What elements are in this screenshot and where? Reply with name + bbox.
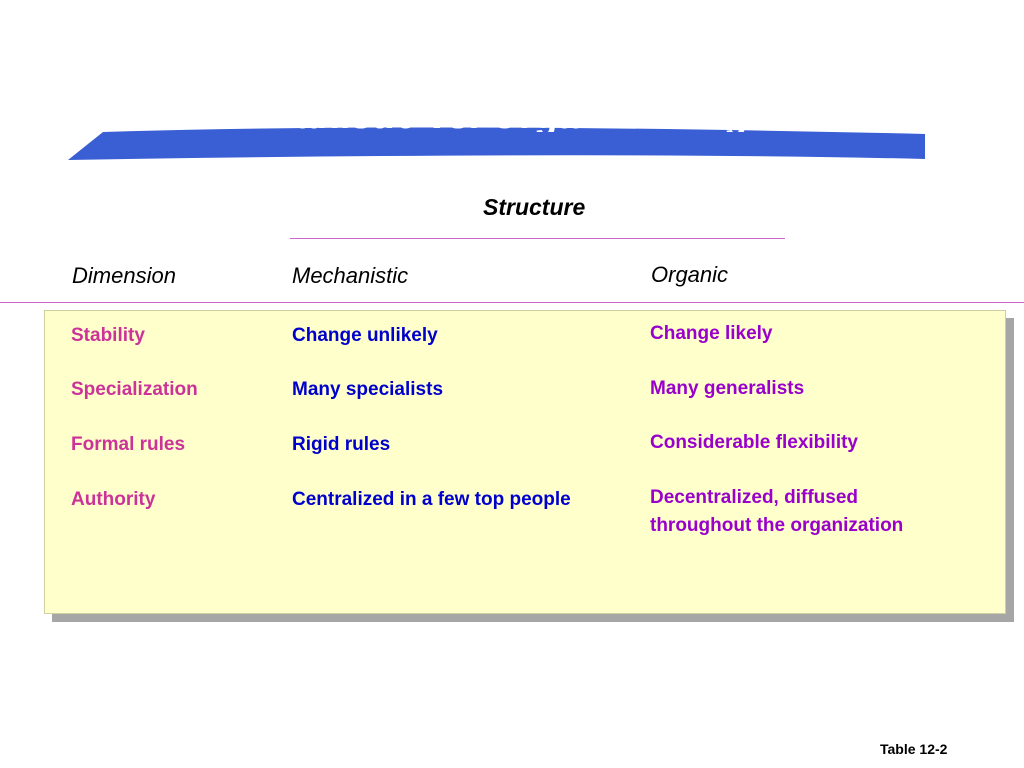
row-formal-rules-organic: Considerable flexibility xyxy=(650,432,858,453)
row-stability-organic: Change likely xyxy=(650,323,773,344)
table-reference: Table 12-2 xyxy=(880,741,948,757)
column-header-organic: Organic xyxy=(651,262,729,287)
title-banner: Mechanistic vs. Organic Designs xyxy=(0,0,1024,170)
row-authority-organic-line2: throughout the organization xyxy=(650,515,904,536)
column-header-mechanistic: Mechanistic xyxy=(292,263,409,288)
row-specialization-organic: Many generalists xyxy=(650,378,805,399)
row-formal-rules-mechanistic: Rigid rules xyxy=(292,434,391,455)
header-rule xyxy=(0,302,1024,303)
banner-shape xyxy=(68,127,925,160)
structure-underline xyxy=(290,238,785,239)
row-formal-rules-dimension: Formal rules xyxy=(71,434,186,455)
column-header-dimension: Dimension xyxy=(72,263,176,288)
row-specialization-dimension: Specialization xyxy=(71,379,198,400)
row-authority-mechanistic: Centralized in a few top people xyxy=(292,489,571,510)
row-stability-mechanistic: Change unlikely xyxy=(292,325,438,346)
table-panel xyxy=(44,310,1006,614)
structure-label: Structure xyxy=(483,194,586,220)
row-specialization-mechanistic: Many specialists xyxy=(292,379,444,400)
slide-title: Mechanistic vs. Organic Designs xyxy=(198,95,792,132)
row-stability-dimension: Stability xyxy=(71,325,145,346)
row-authority-dimension: Authority xyxy=(71,489,156,510)
row-authority-organic-line1: Decentralized, diffused xyxy=(650,487,858,508)
